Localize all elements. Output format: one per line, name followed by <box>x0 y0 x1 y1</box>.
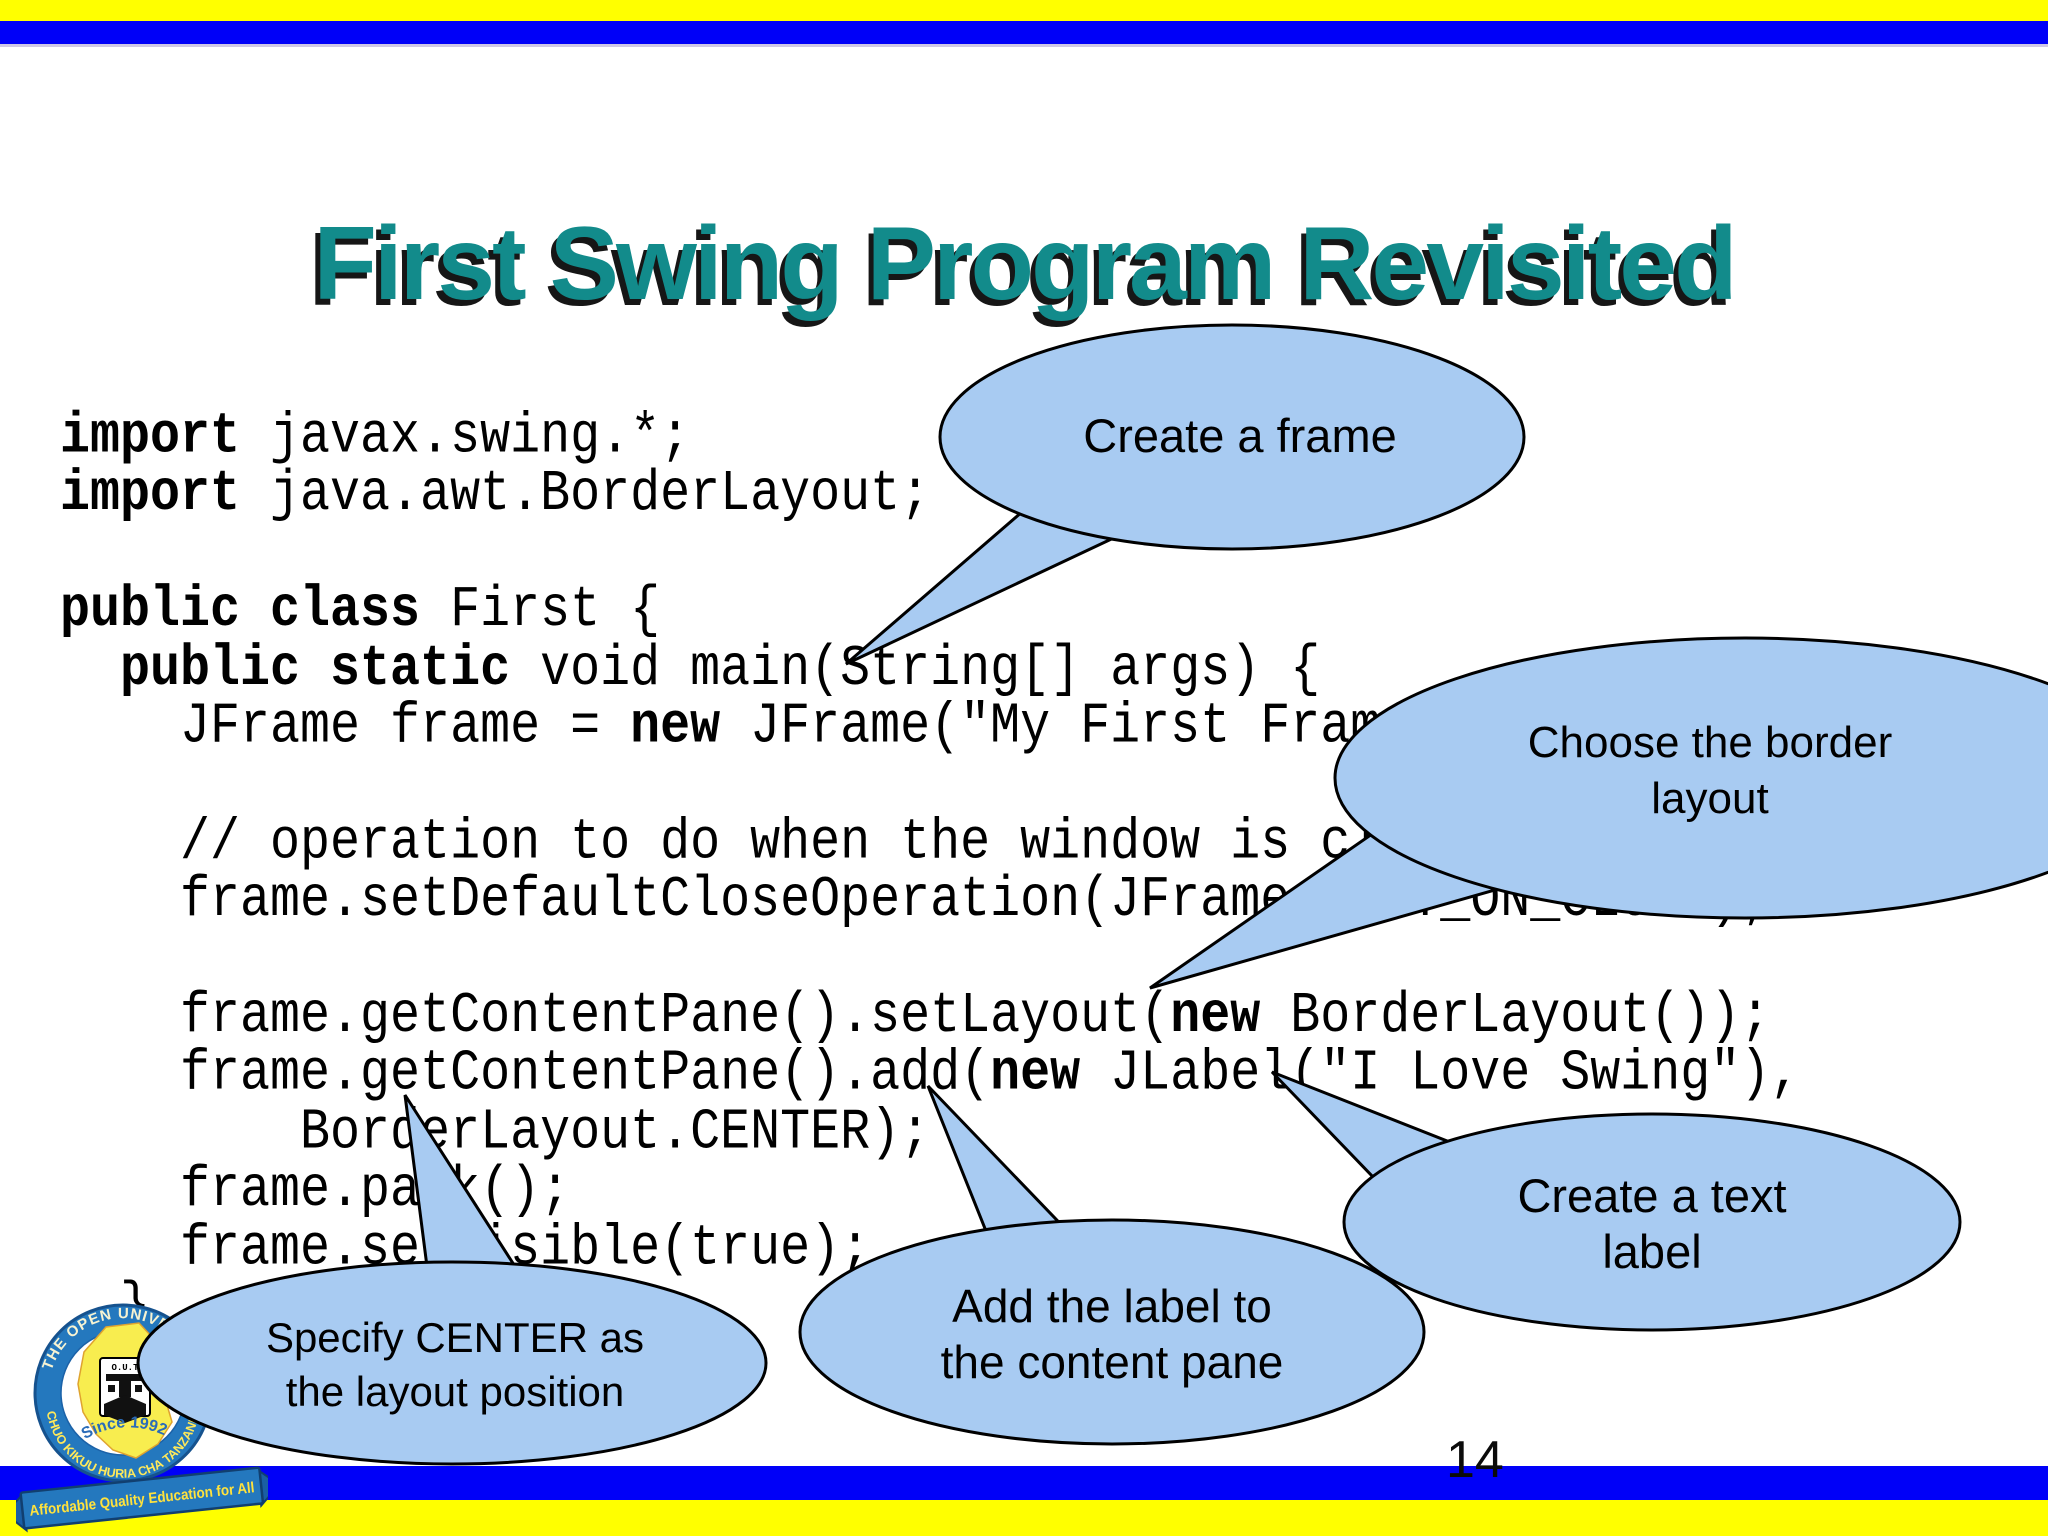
bottom-yellow-bar <box>0 1500 2048 1536</box>
code-line: public static void main(String[] args) { <box>120 636 1321 702</box>
slide-title: First Swing Program Revisited <box>313 205 1737 322</box>
code-line <box>60 931 1800 989</box>
top-blue-bar <box>0 21 2048 47</box>
code-line: JFrame frame = new JFrame("My First Fram… <box>60 694 1501 760</box>
logo-emblem: O.U.T <box>99 1357 151 1423</box>
university-logo: THE OPEN UNIVERSITY CHUO KIKUU HURIA CHA… <box>16 1303 268 1533</box>
bottom-blue-bar <box>0 1466 2048 1500</box>
page-number: 14 <box>1446 1431 1504 1489</box>
top-yellow-bar <box>0 0 2048 21</box>
code-block: import javax.swing.*;import java.awt.Bor… <box>60 404 1801 1394</box>
code-line: // operation to do when the window is cl… <box>60 810 1501 876</box>
code-line: public class First { <box>60 578 661 644</box>
code-line: frame.setVisible(true); <box>60 1215 871 1282</box>
code-line: import java.awt.BorderLayout; <box>60 462 931 528</box>
code-line <box>60 525 1800 583</box>
code-line: import javax.swing.*; <box>60 404 691 470</box>
code-line: } <box>60 1278 1800 1337</box>
code-line: } <box>60 1336 1800 1394</box>
code-line: frame.getContentPane().setLayout(new Bor… <box>60 984 1771 1050</box>
logo-ribbon: Affordable Quality Education for All <box>16 1466 268 1533</box>
code-line: frame.setDefaultCloseOperation(JFrame.EX… <box>60 868 1771 934</box>
code-line: frame.getContentPane().add(new JLabel("I… <box>60 1042 1801 1108</box>
code-line <box>60 757 1800 815</box>
code-line: frame.pack(); <box>60 1157 571 1224</box>
code-line: BorderLayout.CENTER); <box>60 1100 931 1166</box>
logo-emblem-text: O.U.T <box>111 1363 139 1373</box>
